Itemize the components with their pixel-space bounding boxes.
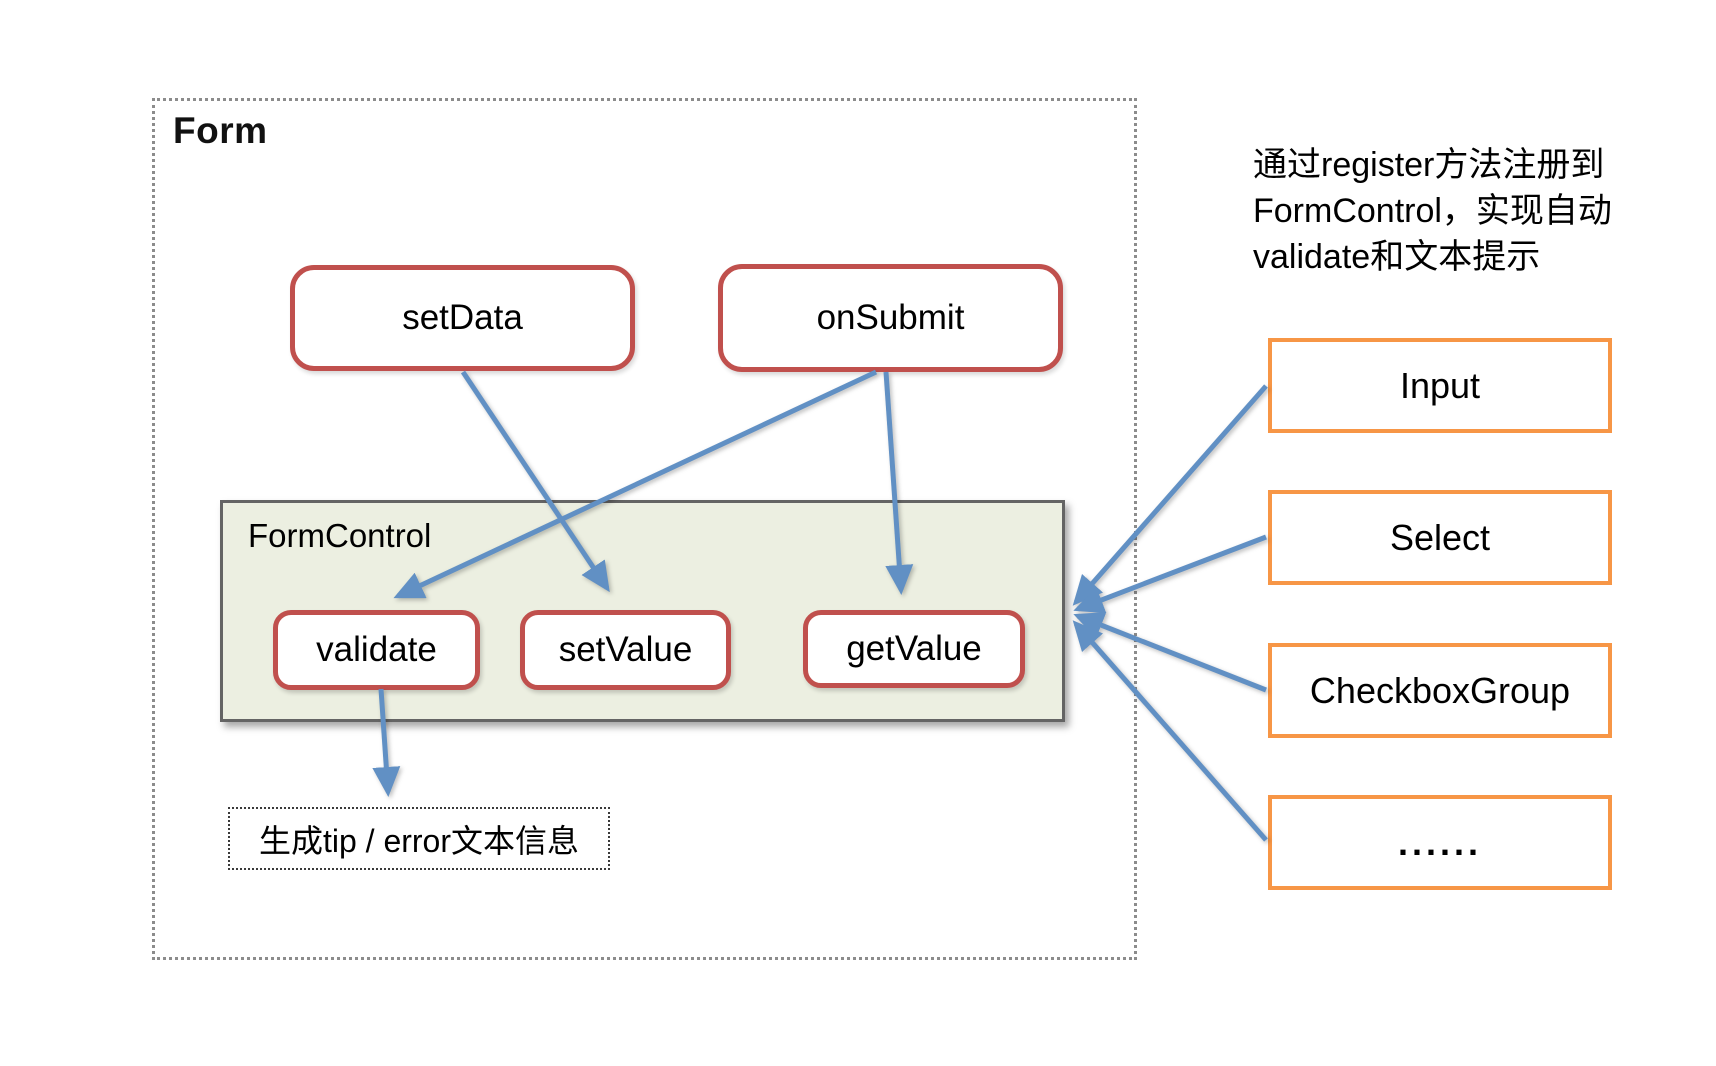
getvalue-label: getValue xyxy=(846,629,982,668)
formcontrol-box: FormControl validate setValue getValue xyxy=(220,500,1065,722)
getvalue-box: getValue xyxy=(803,610,1025,688)
formcontrol-title: FormControl xyxy=(248,517,432,554)
onsubmit-label: onSubmit xyxy=(816,298,965,337)
annotation-line-2: FormControl，实现自动 xyxy=(1253,192,1612,230)
component-box-more: ...... xyxy=(1268,795,1612,890)
annotation-line-1: 通过register方法注册到 xyxy=(1253,146,1605,184)
setvalue-label: setValue xyxy=(558,630,693,669)
setdata-label: setData xyxy=(402,298,523,337)
setvalue-box: setValue xyxy=(520,610,731,690)
component-label-input: Input xyxy=(1399,364,1481,406)
onsubmit-box: onSubmit xyxy=(718,264,1063,372)
component-box-checkboxgroup: CheckboxGroup xyxy=(1268,643,1612,738)
tip-output-box: 生成tip / error文本信息 xyxy=(228,807,610,870)
component-box-input: Input xyxy=(1268,338,1612,433)
component-label-select: Select xyxy=(1389,516,1491,558)
validate-label: validate xyxy=(316,630,437,669)
setdata-box: setData xyxy=(290,265,635,371)
annotation-text: 通过register方法注册到 FormControl，实现自动 validat… xyxy=(1253,142,1693,280)
tip-output-label: 生成tip / error文本信息 xyxy=(258,822,580,859)
annotation-line-3: validate和文本提示 xyxy=(1253,238,1541,276)
component-box-select: Select xyxy=(1268,490,1612,585)
form-title: Form xyxy=(173,110,268,151)
validate-box: validate xyxy=(273,610,480,690)
component-label-checkboxgroup: CheckboxGroup xyxy=(1309,669,1571,711)
component-label-more: ...... xyxy=(1397,821,1482,863)
